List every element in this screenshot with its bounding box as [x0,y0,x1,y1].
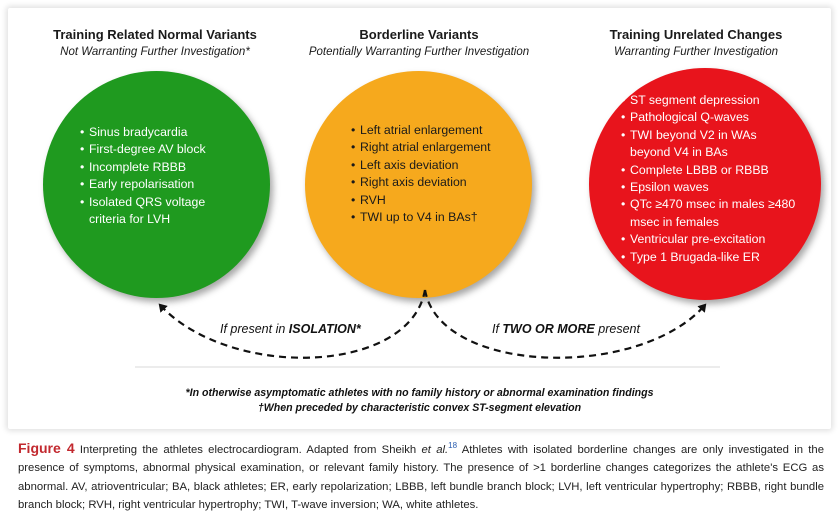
borderline-variants-title: Borderline Variants [359,27,479,42]
reference-link[interactable]: 18 [448,441,458,450]
list-item: Epsilon waves [621,179,801,197]
unrelated-changes-list: ST segment depression Pathological Q-wav… [621,92,801,266]
unrelated-changes-subtitle: Warranting Further Investigation [613,46,779,58]
list-item: Pathological Q-waves [621,109,801,127]
two-or-more-label: If TWO OR MORE present [492,322,640,336]
list-item: Right axis deviation [351,174,521,192]
list-item: Sinus bradycardia [80,124,240,142]
list-item: ST segment depression [621,92,801,110]
list-item: Type 1 Brugada-like ER [621,249,801,267]
list-item: Left axis deviation [351,157,521,175]
list-item: Ventricular pre-excitation [621,231,801,249]
figure-label: Figure 4 [18,439,75,456]
list-item: Incomplete RBBB [80,159,240,177]
list-item: Isolated QRS voltage criteria for LVH [80,194,240,229]
header-borderline-variants: Borderline Variants Potentially Warranti… [289,27,549,58]
normal-variants-subtitle: Not Warranting Further Investigation* [60,46,250,58]
list-item: RVH [351,192,521,210]
header-normal-variants: Training Related Normal Variants Not War… [25,27,285,58]
list-item: TWI beyond V2 in WAs beyond V4 in BAs [621,127,801,162]
footnote-convex-st: †When preceded by characteristic convex … [257,402,582,414]
list-item: TWI up to V4 in BAs† [351,209,521,227]
list-item: QTc ≥470 msec in males ≥480 msec in fema… [621,196,801,231]
figure-caption: Figure 4 Interpreting the athletes elect… [18,437,824,514]
isolation-label: If present in ISOLATION* [220,322,361,336]
caption-text-part1: Interpreting the athletes electrocardiog… [74,443,422,456]
list-item: Left atrial enlargement [351,122,521,140]
borderline-variants-subtitle: Potentially Warranting Further Investiga… [308,46,530,58]
borderline-variants-list: Left atrial enlargement Right atrial enl… [351,122,521,227]
list-item: Right atrial enlargement [351,139,521,157]
caption-text-part2: Athletes with isolated borderline change… [18,443,824,511]
arrow-to-normal [158,289,427,359]
footnote-asymptomatic: *In otherwise asymptomatic athletes with… [185,387,654,399]
list-item: Early repolarisation [80,176,240,194]
caption-et-al: et al. [421,443,449,456]
list-item: Complete LBBB or RBBB [621,162,801,180]
unrelated-changes-title: Training Unrelated Changes [609,27,783,42]
arrow-to-unrelated [423,289,707,359]
normal-variants-title: Training Related Normal Variants [53,27,257,42]
normal-variants-list: Sinus bradycardia First-degree AV block … [80,124,240,228]
header-unrelated-changes: Training Unrelated Changes Warranting Fu… [566,27,826,58]
list-item: First-degree AV block [80,141,240,159]
